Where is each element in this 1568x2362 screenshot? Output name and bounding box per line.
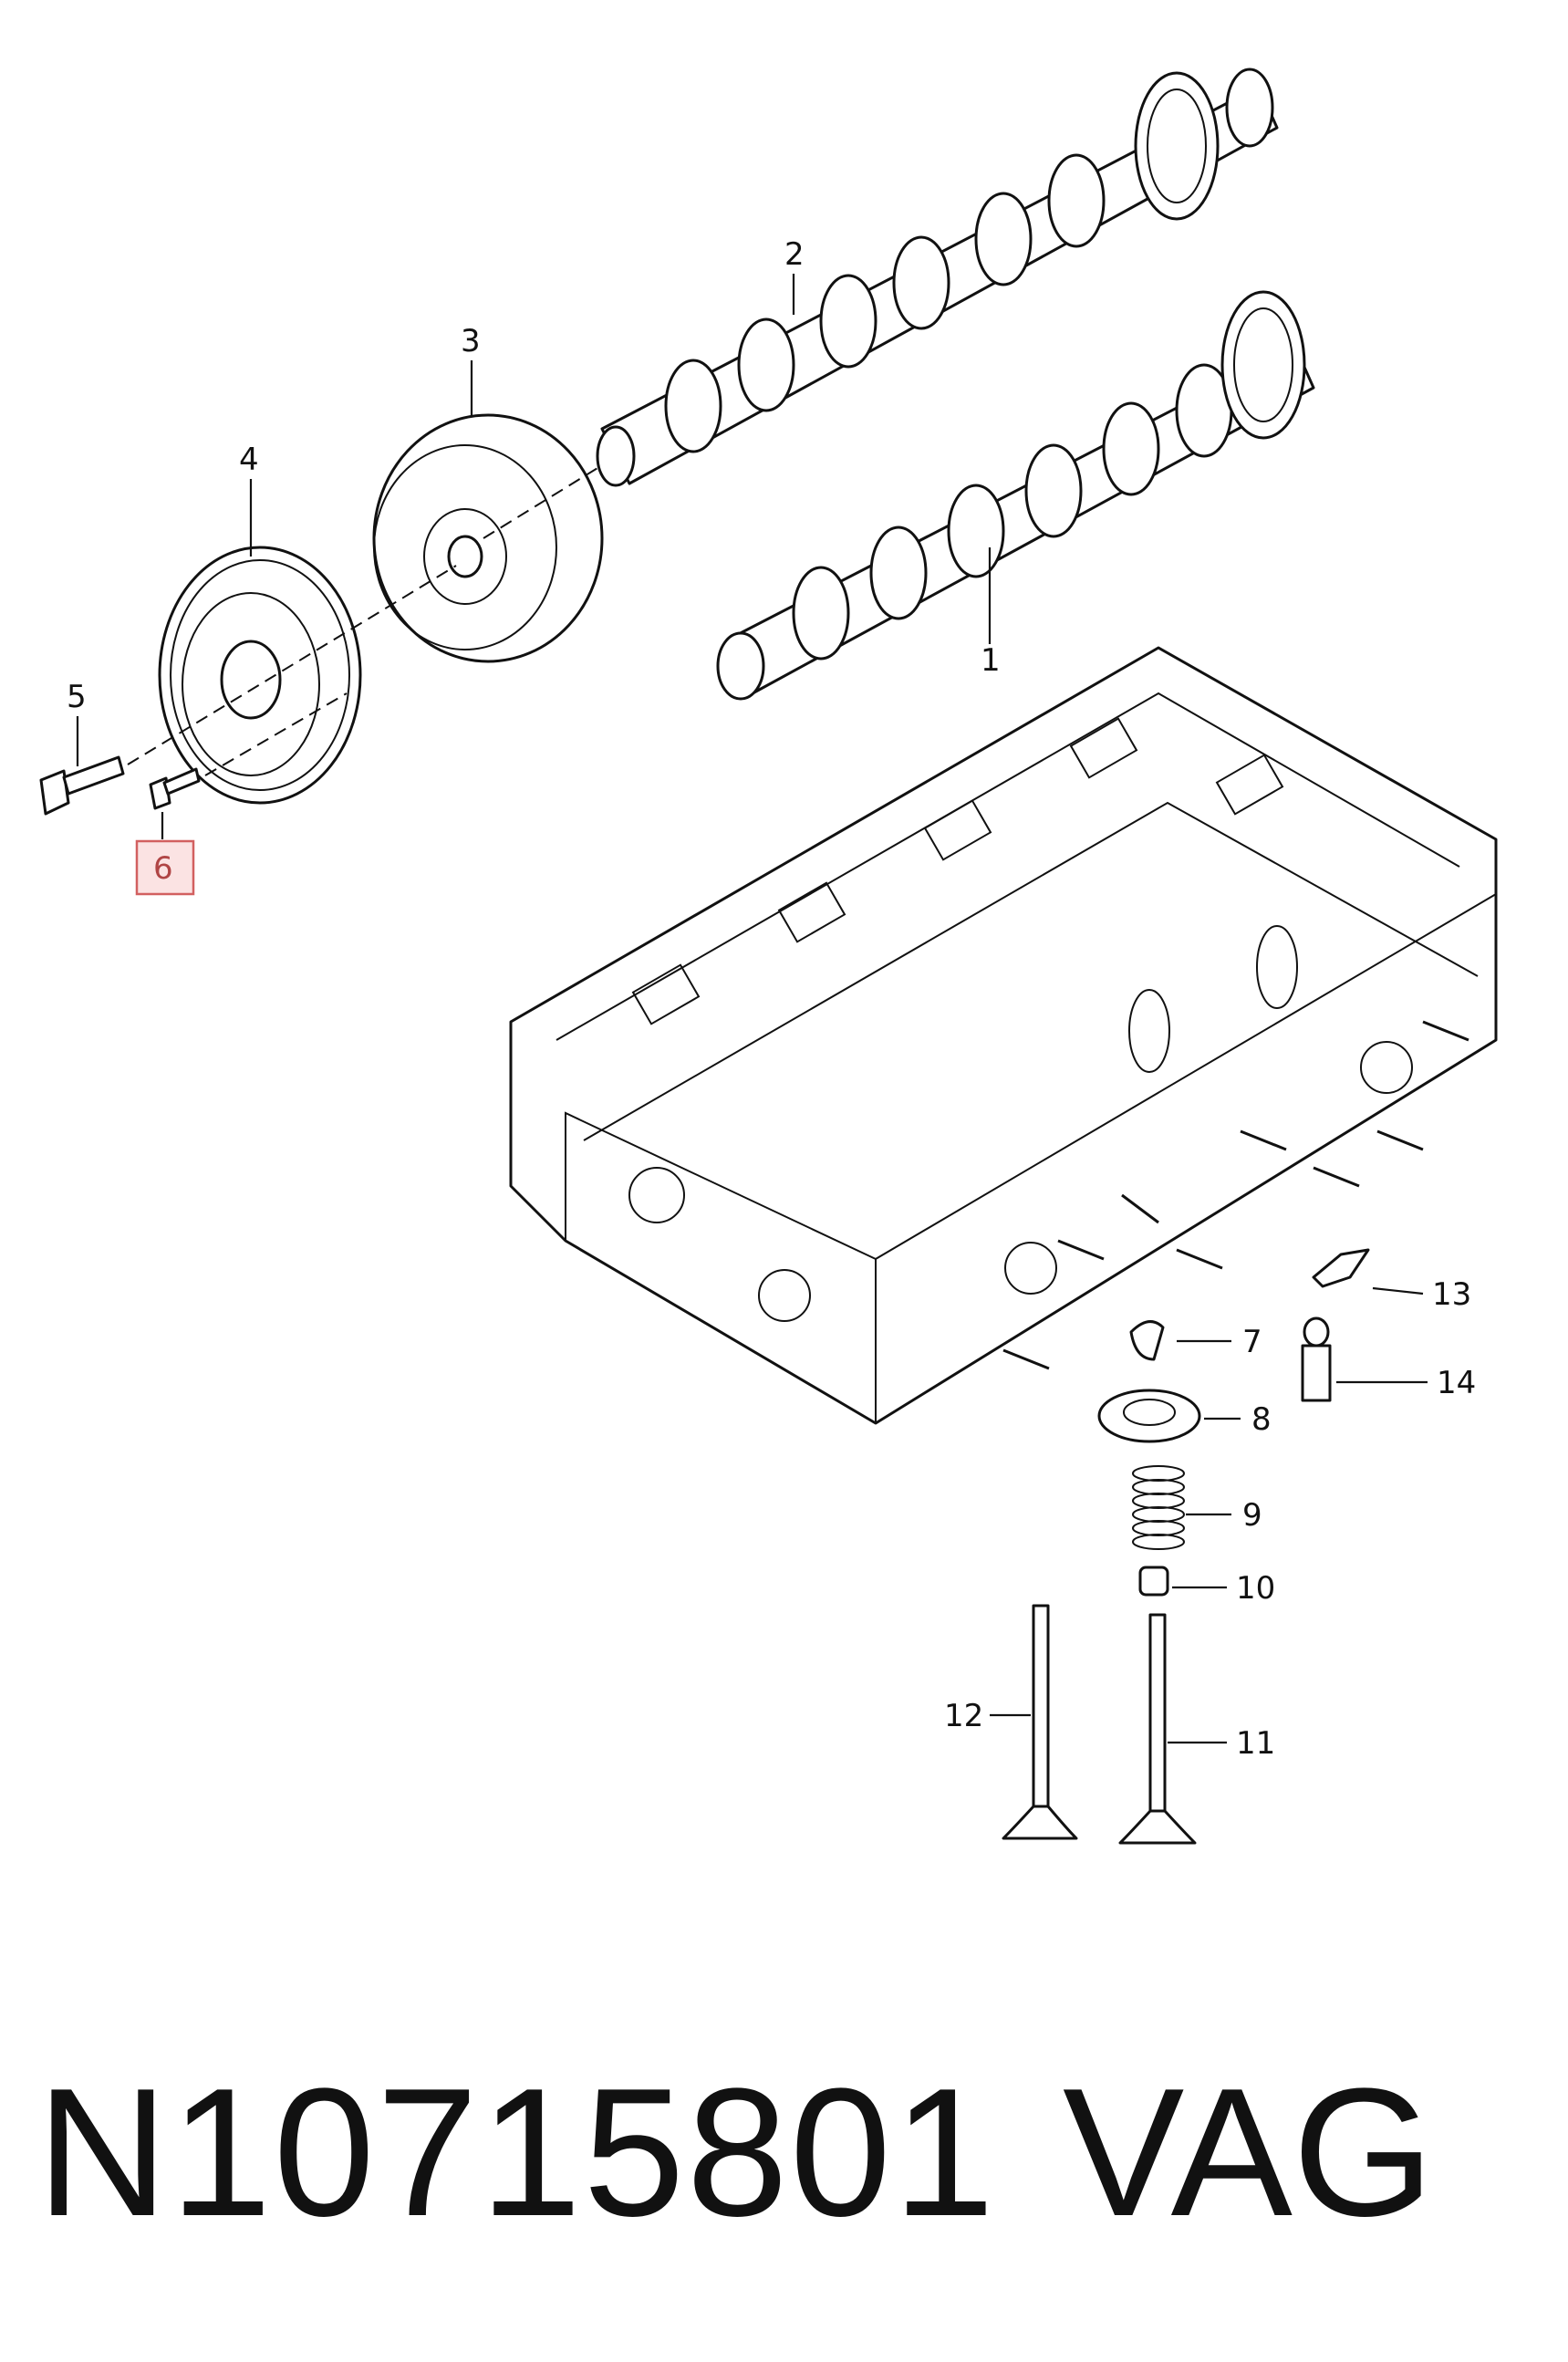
- hydraulic-lifter-14: [1301, 1316, 1332, 1402]
- camshaft-2: [596, 68, 1279, 487]
- callout-3: 3: [461, 323, 481, 359]
- callout-11: 11: [1236, 1725, 1275, 1762]
- spring-retainer-8: [1097, 1389, 1201, 1443]
- cylinder-head-bearing-caps: [631, 717, 1284, 1025]
- callout-8: 8: [1251, 1401, 1272, 1438]
- callout-14: 14: [1437, 1365, 1476, 1401]
- highlighted-callout-6[interactable]: 6: [135, 839, 195, 896]
- valve-12: [1002, 1604, 1078, 1840]
- callout-labels: 1 2 3 4 5 7 8 9 10 11 12 13 14: [67, 236, 1476, 1762]
- cylinder-head-ports: [628, 925, 1413, 1322]
- highlight-box: [135, 839, 195, 896]
- callout-1: 1: [981, 642, 1001, 679]
- valve-11: [1118, 1613, 1197, 1845]
- assembly-axis-lines: [127, 464, 603, 776]
- camshaft-2-lobes: [664, 153, 1106, 453]
- callout-5: 5: [67, 679, 87, 715]
- callout-9: 9: [1242, 1497, 1262, 1534]
- camshaft-2-gear: [1134, 71, 1220, 221]
- camshaft-1-gear: [1220, 290, 1306, 440]
- roller-rocker-13: [1312, 1248, 1370, 1288]
- bolt-5: [39, 755, 125, 816]
- callout-4: 4: [239, 442, 259, 478]
- callout-10: 10: [1236, 1570, 1275, 1607]
- part-number: N10715801: [36, 2051, 997, 2254]
- cylinder-head-studs: [1002, 1020, 1469, 1370]
- cylinder-head: [509, 646, 1498, 1425]
- callout-12: 12: [944, 1698, 983, 1734]
- valve-stem-seal-10: [1138, 1566, 1169, 1597]
- camshaft-1: [716, 290, 1315, 701]
- callout-6: 6: [153, 850, 173, 887]
- camshaft-sprocket-4: [158, 546, 362, 805]
- camshaft-hub-3: [372, 413, 604, 663]
- camshaft-1-lobes: [792, 363, 1233, 661]
- valve-spring-9: [1132, 1465, 1185, 1550]
- callout-7: 7: [1242, 1324, 1262, 1360]
- exploded-parts-diagram: 1 2 3 4 5 7 8 9 10 11 12 13 14 6: [39, 68, 1498, 1845]
- callout-leaders: [76, 274, 1428, 1744]
- valve-keeper-7: [1129, 1320, 1165, 1361]
- callout-2: 2: [784, 236, 805, 273]
- bolt-6: [149, 767, 201, 810]
- brand-name: VAG: [1063, 2051, 1435, 2254]
- callout-13: 13: [1432, 1276, 1471, 1313]
